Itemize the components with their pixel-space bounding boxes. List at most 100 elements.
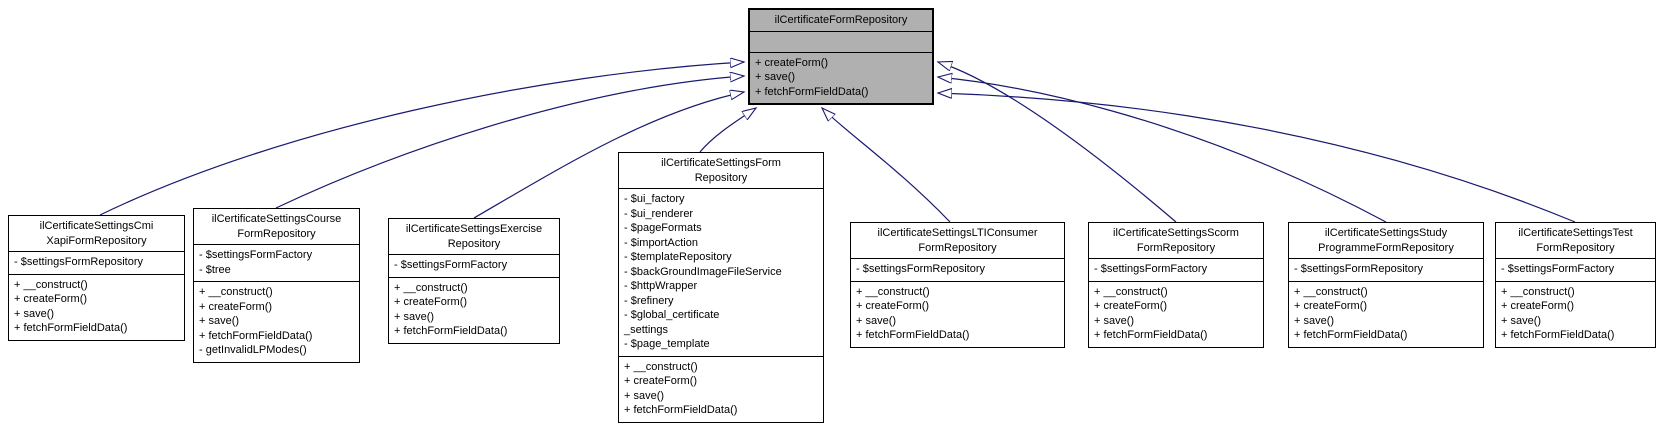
class-attribute: - $importAction: [624, 236, 698, 249]
class-method: + createForm(): [1501, 300, 1575, 313]
class-methods-section: + __construct() + createForm()+ save() + f…: [389, 276, 559, 343]
class-methods-section: + __construct() + createForm()+ save() + f…: [9, 273, 184, 340]
class-title: ilCertificateSettingsLTIConsumer FormRep…: [877, 227, 1038, 254]
class-method: + save(): [1294, 314, 1335, 327]
class-box-ilCertificateSettingsTestFormRepository[interactable]: ilCertificateSettingsTest FormRepository…: [1495, 222, 1656, 348]
class-method: + fetchFormFieldData(): [1294, 329, 1408, 342]
class-method: + save(): [394, 310, 435, 323]
inheritance-edge-settingsform: [699, 108, 756, 153]
class-method: + fetchFormFieldData(): [624, 404, 738, 417]
class-method: + __construct(): [14, 278, 88, 291]
class-attributes-section: - $settingsFormFactory: [389, 254, 559, 277]
class-method: + fetchFormFieldData(): [394, 325, 508, 338]
class-attributes-section: - $settingsFormFactory- $tree: [194, 244, 359, 281]
class-methods-section: + __construct()+ createForm() + save()+ f…: [194, 281, 359, 362]
class-method: + save(): [755, 71, 796, 84]
class-attribute: - $settingsFormFactory: [1501, 263, 1615, 276]
class-method: + createForm(): [394, 296, 468, 309]
class-attribute: - $httpWrapper: [624, 280, 698, 293]
class-attribute: - $global_certificate _settings: [624, 309, 720, 336]
class-methods-section: + __construct() + createForm()+ save() + f…: [619, 355, 823, 422]
class-methods-section: + createForm() + save()+ fetchFormFieldDa…: [750, 51, 932, 104]
class-attributes-section: - $ui_factory- $ui_renderer - $pageFormat…: [619, 188, 823, 356]
class-attribute: - $backGroundImageFileService: [624, 265, 782, 278]
class-attributes-section: - $settingsFormRepository: [9, 251, 184, 274]
class-method: + fetchFormFieldData(): [1094, 329, 1208, 342]
class-title: ilCertificateSettingsForm Repository: [661, 157, 781, 184]
inheritance-edge-course: [275, 76, 744, 209]
class-box-ilCertificateSettingsScormFormRepository[interactable]: ilCertificateSettingsScorm FormRepositor…: [1088, 222, 1264, 348]
class-method: + __construct(): [1294, 285, 1368, 298]
class-title: ilCertificateSettingsCourse FormReposito…: [211, 213, 342, 240]
class-title: ilCertificateSettingsExercise Repository: [405, 223, 543, 250]
class-method: + save(): [1094, 314, 1135, 327]
class-method: + fetchFormFieldData(): [1501, 329, 1615, 342]
inheritance-edge-test: [938, 93, 1576, 223]
class-attribute: - $settingsFormFactory: [199, 249, 313, 262]
class-attributes-section: - $settingsFormRepository: [1289, 258, 1483, 281]
class-title: ilCertificateSettingsCmi XapiFormReposit…: [39, 220, 154, 247]
class-attributes-section: - $settingsFormFactory: [1089, 258, 1263, 281]
class-method: + fetchFormFieldData(): [14, 322, 128, 335]
class-attributes-section: - $settingsFormRepository: [851, 258, 1064, 281]
class-method: + fetchFormFieldData(): [856, 329, 970, 342]
class-method: + save(): [199, 315, 240, 328]
class-method: + createForm(): [1294, 300, 1368, 313]
class-method: + __construct(): [1094, 285, 1168, 298]
class-attribute: - $ui_factory: [624, 193, 685, 206]
class-methods-section: + __construct() + createForm()+ save() + f…: [1289, 280, 1483, 347]
inheritance-edge-lticonsumer: [822, 108, 951, 223]
inheritance-edge-scorm: [938, 62, 1177, 223]
inheritance-edge-studyprogramme: [938, 77, 1387, 223]
class-method: + fetchFormFieldData(): [755, 85, 869, 98]
class-methods-section: + __construct() + createForm()+ save() + f…: [1089, 280, 1263, 347]
class-attribute: - $settingsFormFactory: [394, 259, 508, 272]
class-method: + __construct(): [1501, 285, 1575, 298]
class-attribute: - $templateRepository: [624, 251, 732, 264]
class-method: + __construct(): [199, 286, 273, 299]
class-attribute: - $page_template: [624, 338, 710, 351]
class-method: + save(): [14, 307, 55, 320]
class-method: + createForm(): [856, 300, 930, 313]
class-methods-section: + __construct() + createForm()+ save() + f…: [1496, 280, 1655, 347]
class-box-ilCertificateFormRepository[interactable]: ilCertificateFormRepository + createForm(…: [748, 8, 934, 106]
class-box-ilCertificateSettingsCourseFormRepository[interactable]: ilCertificateSettingsCourse FormReposito…: [193, 208, 360, 363]
inheritance-edge-exercise: [473, 92, 744, 219]
class-box-ilCertificateSettingsFormRepository[interactable]: ilCertificateSettingsForm Repository - $u…: [618, 152, 824, 423]
class-method: + createForm(): [14, 293, 88, 306]
class-method: + __construct(): [624, 360, 698, 373]
class-method: - getInvalidLPModes(): [199, 344, 307, 357]
class-attribute: - $tree: [199, 263, 231, 276]
class-attribute: - $settingsFormFactory: [1094, 263, 1208, 276]
class-method: + save(): [1501, 314, 1542, 327]
class-attribute: - $refinery: [624, 294, 674, 307]
class-title: ilCertificateFormRepository: [774, 14, 908, 26]
class-attribute: - $settingsFormRepository: [14, 256, 143, 269]
class-attribute: - $pageFormats: [624, 222, 702, 235]
class-box-ilCertificateSettingsCmiXapiFormRepository[interactable]: ilCertificateSettingsCmi XapiFormReposit…: [8, 215, 185, 341]
class-title: ilCertificateSettingsTest FormRepository: [1518, 227, 1633, 254]
class-methods-section: + __construct()+ createForm()+ save()+ f…: [851, 280, 1064, 347]
class-method: + __construct(): [856, 285, 930, 298]
class-title: ilCertificateSettingsScorm FormRepositor…: [1113, 227, 1239, 254]
class-box-ilCertificateSettingsLTIConsumerFormRepository[interactable]: ilCertificateSettingsLTIConsumer FormRep…: [850, 222, 1065, 348]
class-method: + save(): [624, 389, 665, 402]
class-box-ilCertificateSettingsStudyProgrammeFormRepository[interactable]: ilCertificateSettingsStudy ProgrammeForm…: [1288, 222, 1484, 348]
class-method: + fetchFormFieldData(): [199, 329, 313, 342]
class-title: ilCertificateSettingsStudy ProgrammeForm…: [1318, 227, 1454, 254]
class-method: + createForm(): [199, 300, 273, 313]
class-method: + __construct(): [394, 281, 468, 294]
class-attribute: - $settingsFormRepository: [1294, 263, 1423, 276]
class-method: + createForm(): [624, 375, 698, 388]
class-attributes-section: [750, 30, 932, 52]
class-method: + createForm(): [755, 56, 829, 69]
class-attribute: - $ui_renderer: [624, 207, 694, 220]
class-attributes-section: - $settingsFormFactory: [1496, 258, 1655, 281]
class-box-ilCertificateSettingsExerciseRepository[interactable]: ilCertificateSettingsExercise Repository…: [388, 218, 560, 344]
inheritance-edge-cmixapi: [99, 62, 744, 216]
class-method: + createForm(): [1094, 300, 1168, 313]
class-attribute: - $settingsFormRepository: [856, 263, 985, 276]
